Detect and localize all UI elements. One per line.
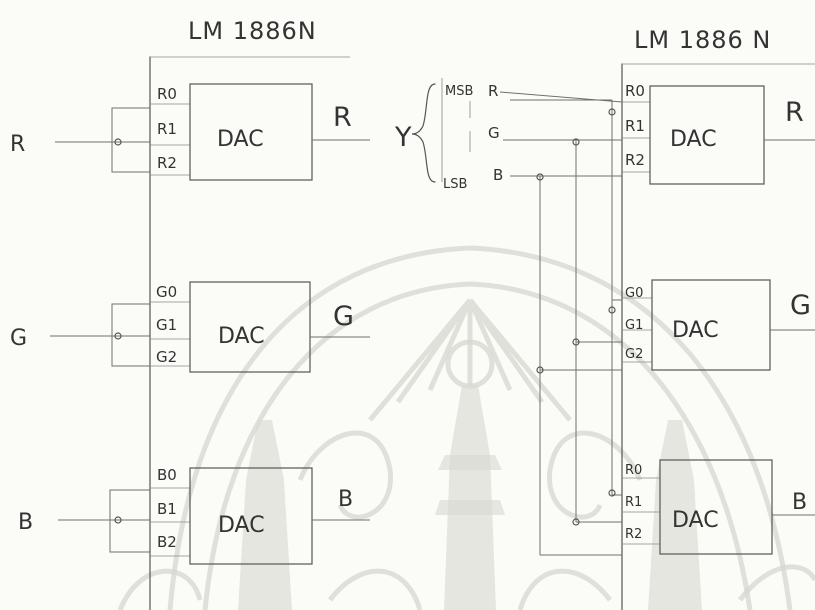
left-pin-r0: R0 (157, 85, 177, 103)
bus-bit-r-label: R (488, 82, 498, 100)
left-output-r-label: R (333, 102, 352, 133)
left-input-b-label: B (18, 510, 33, 535)
right-pin-g2: G2 (625, 347, 643, 362)
left-pin-b0: B0 (157, 466, 177, 484)
left-pin-r2: R2 (157, 154, 177, 172)
left-pin-g2: G2 (156, 348, 177, 366)
left-pin-g0: G0 (156, 283, 177, 301)
right-dac-g-block (622, 279, 815, 371)
right-pin-b1: R1 (625, 495, 642, 510)
y-bus-label: Y (394, 122, 412, 153)
right-dac-r-box (649, 85, 765, 185)
right-dac-g-box (651, 279, 771, 371)
right-output-r-label: R (785, 97, 804, 128)
left-pin-b2: B2 (157, 533, 177, 551)
left-dac-b-box (189, 467, 313, 565)
left-pin-b1: B1 (157, 500, 177, 518)
right-output-g-label: G (790, 290, 811, 321)
right-chip-part-number: LM 1886 N (634, 26, 771, 54)
lsb-label: LSB (443, 177, 467, 192)
left-input-r-label: R (10, 132, 25, 157)
left-chip-part-number: LM 1886N (188, 17, 317, 45)
y-bus-brace (411, 78, 471, 183)
msb-label: MSB (445, 84, 473, 99)
right-pin-b0: R0 (625, 463, 642, 478)
left-pin-r1: R1 (157, 120, 177, 138)
right-dac-g-name: DAC (672, 318, 719, 343)
left-dac-b-name: DAC (218, 513, 265, 538)
left-dac-g-box (189, 281, 311, 373)
bus-bit-g-label: G (488, 124, 500, 142)
left-dac-r-box (189, 83, 313, 181)
left-dac-r-block (150, 83, 370, 181)
left-output-g-label: G (333, 301, 354, 332)
right-pin-r2: R2 (625, 151, 645, 169)
left-output-b-label: B (338, 487, 353, 512)
left-dac-g-name: DAC (218, 324, 265, 349)
right-pin-g0: G0 (625, 286, 643, 301)
right-output-b-label: B (792, 490, 807, 515)
university-seal-watermark (117, 245, 815, 610)
left-input-wiring (50, 107, 150, 553)
bus-bit-b-label: B (493, 166, 503, 184)
right-dac-b-box (659, 459, 773, 555)
left-input-g-label: G (10, 326, 27, 351)
right-pin-b2: R2 (625, 527, 642, 542)
right-dac-b-block (622, 459, 815, 555)
right-pin-g1: G1 (625, 318, 643, 333)
left-chip-outline (149, 56, 350, 610)
right-dac-r-block (622, 85, 815, 185)
left-dac-g-block (150, 281, 370, 373)
right-bus-routing (499, 91, 623, 556)
right-dac-b-name: DAC (672, 508, 719, 533)
right-chip-outline (621, 63, 815, 610)
left-pin-g1: G1 (156, 316, 177, 334)
left-dac-b-block (150, 467, 370, 565)
right-pin-r0: R0 (625, 82, 645, 100)
right-pin-r1: R1 (625, 117, 645, 135)
left-dac-r-name: DAC (217, 127, 264, 152)
right-dac-r-name: DAC (670, 127, 717, 152)
